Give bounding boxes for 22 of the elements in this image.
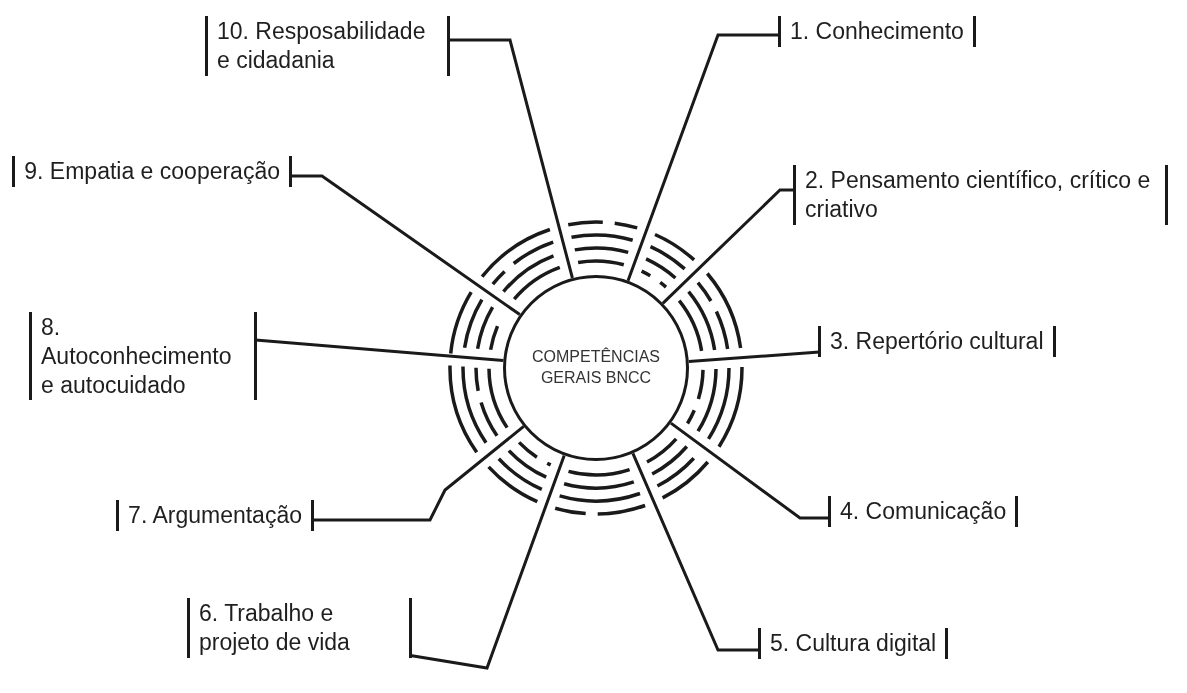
- connector-line: [448, 38, 574, 279]
- connector-line: [255, 338, 504, 362]
- connector-line: [688, 350, 820, 363]
- competency-label: 9. Empatia e cooperação: [12, 156, 292, 187]
- competency-label: 4. Comunicação: [828, 496, 1019, 527]
- connector-line: [670, 421, 830, 520]
- connector-line: [661, 188, 795, 305]
- competency-label: 2. Pensamento científico, crítico e criativo: [793, 165, 1168, 225]
- competency-label: 3. Repertório cultural: [818, 326, 1056, 357]
- competency-label: 10. Resposabilidade e cidadania: [205, 16, 450, 76]
- center-title: COMPETÊNCIAS GERAIS BNCC: [531, 347, 661, 388]
- competency-label: 5. Cultura digital: [758, 628, 949, 659]
- center-circle: [503, 275, 689, 461]
- competency-label: 1. Conhecimento: [778, 16, 976, 47]
- connector-line: [290, 174, 521, 316]
- competency-label: 6. Trabalho e projeto de vida: [187, 598, 412, 658]
- competency-label: 8. Autoconhecimento e autocuidado: [29, 312, 257, 401]
- connector-line: [410, 454, 566, 670]
- competency-label: 7. Argumentação: [116, 500, 314, 531]
- connector-line: [312, 425, 525, 522]
- connector-line: [626, 33, 780, 282]
- connector-line: [631, 452, 760, 652]
